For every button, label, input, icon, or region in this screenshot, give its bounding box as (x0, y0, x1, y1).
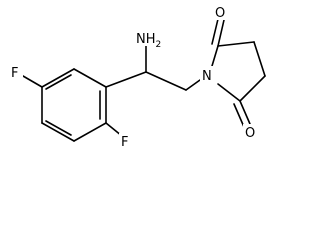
fluorine-left-label: F (11, 66, 18, 81)
bond-carbonyl-bottom-2 (233, 103, 245, 128)
atom-label-f-bottom: F (119, 133, 133, 150)
bond-carbonyl-bottom-1 (239, 100, 251, 125)
bond-c-f-left (22, 75, 43, 88)
atom-label-o-bottom: O (243, 124, 257, 141)
fluorine-bottom-label: F (121, 135, 128, 150)
bond-ring-4 (41, 122, 75, 142)
succinimide-ring (211, 18, 266, 128)
imide-nitrogen-label: N (202, 69, 212, 84)
bond-c5-n (217, 83, 241, 102)
bond-ring-5 (73, 122, 107, 142)
benzene-ring (41, 68, 107, 142)
bond-ch-to-ch2 (145, 71, 187, 91)
bond-ring-double-2 (45, 120, 72, 136)
atom-label-nh2: NH2 (135, 30, 161, 50)
carbonyl-oxygen-bottom-label: O (245, 126, 255, 141)
bond-ring-1 (73, 68, 107, 88)
bond-ring-to-ch (105, 71, 147, 88)
bond-n-c2 (211, 45, 219, 67)
bond-ring-double-1 (45, 74, 72, 90)
svg-text:NH2: NH2 (136, 32, 161, 50)
bond-ch2-to-n (185, 79, 201, 91)
amine-label: NH (136, 32, 156, 47)
atom-label-imide-n: N (200, 66, 214, 84)
atom-label-o-top: O (213, 4, 227, 21)
carbonyl-oxygen-top-label: O (215, 6, 225, 21)
bond-ring-2 (41, 68, 75, 88)
bond-carbonyl-top-1 (217, 19, 225, 47)
chemical-structure-diagram: NH2 N O O F F (9, 4, 266, 150)
bond-c4-c5 (239, 75, 266, 102)
atom-label-f-left: F (9, 64, 23, 81)
bond-carbonyl-top-2 (211, 18, 219, 45)
bond-c3-c4 (253, 41, 266, 77)
amine-subscript: 2 (156, 40, 162, 50)
bond-c2-c3 (217, 41, 255, 47)
